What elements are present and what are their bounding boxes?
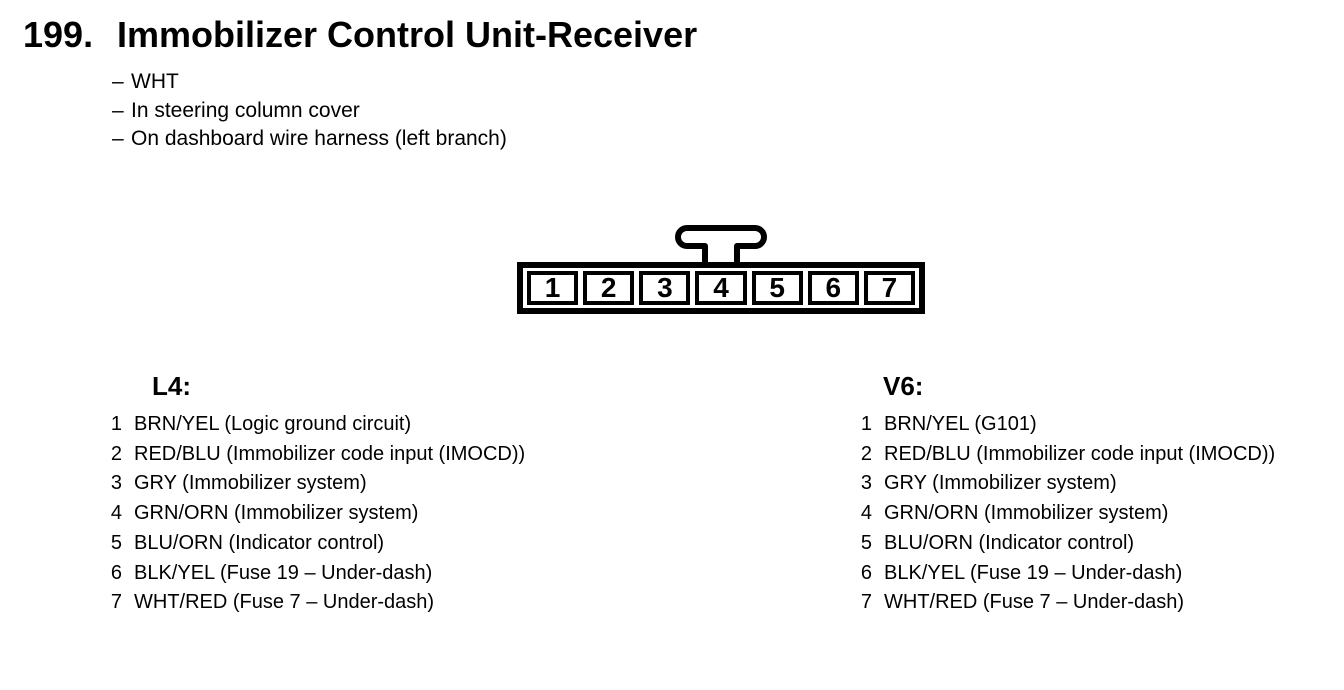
pin-number: 2 (110, 442, 122, 465)
connector-notes: – WHT – In steering column cover – On da… (112, 68, 507, 154)
pin-description-row: 6 BLK/YEL (Fuse 19 – Under-dash) (108, 559, 525, 589)
l4-pin-list: 1 BRN/YEL (Logic ground circuit) 2 RED/B… (108, 410, 525, 618)
connector-pin-6: 6 (807, 271, 859, 305)
connector-diagram: 1 2 3 4 5 6 7 (517, 222, 925, 314)
pin-description-row: 1 BRN/YEL (Logic ground circuit) (108, 410, 525, 440)
pin-description-row: 5 BLU/ORN (Indicator control) (858, 529, 1275, 559)
pin-number: 7 (110, 591, 122, 614)
pin-description: BLK/YEL (Fuse 19 – Under-dash) (134, 561, 433, 584)
page-title: 199. Immobilizer Control Unit-Receiver (23, 14, 697, 56)
pin-number: 6 (110, 561, 122, 584)
pin-number: 5 (860, 531, 872, 554)
pin-description: GRY (Immobilizer system) (134, 472, 367, 495)
pin-description-row: 3 GRY (Immobilizer system) (108, 469, 525, 499)
pin-description: BRN/YEL (Logic ground circuit) (134, 413, 412, 435)
pin-description: BRN/YEL (G101) (884, 413, 1037, 435)
pin-description-row: 2 RED/BLU (Immobilizer code input (IMOCD… (108, 440, 525, 470)
pin-description: GRN/ORN (Immobilizer system) (884, 502, 1169, 525)
pin-description-row: 5 BLU/ORN (Indicator control) (108, 529, 525, 559)
l4-heading: L4: (152, 371, 191, 401)
section-title: Immobilizer Control Unit-Receiver (117, 14, 698, 55)
pin-description: BLU/ORN (Indicator control) (134, 531, 385, 554)
pin-description: RED/BLU (Immobilizer code input (IMOCD)) (884, 442, 1276, 465)
dash-bullet: – (112, 70, 124, 93)
pin-number: 5 (110, 531, 122, 554)
pin-description-row: 3 GRY (Immobilizer system) (858, 469, 1275, 499)
connector-pin-3: 3 (639, 271, 691, 305)
pin-description: GRY (Immobilizer system) (884, 472, 1117, 495)
note-text: WHT (131, 70, 179, 93)
pin-number: 1 (110, 413, 122, 435)
pin-description: GRN/ORN (Immobilizer system) (134, 502, 419, 525)
pin-description-row: 4 GRN/ORN (Immobilizer system) (858, 499, 1275, 529)
note-text: In steering column cover (131, 98, 360, 122)
dash-bullet: – (112, 127, 124, 150)
pin-number: 3 (110, 472, 122, 495)
pin-number: 4 (860, 502, 872, 525)
dash-bullet: – (112, 98, 124, 122)
pin-description: BLK/YEL (Fuse 19 – Under-dash) (884, 561, 1183, 584)
note-item: – On dashboard wire harness (left branch… (112, 125, 507, 154)
pin-number: 3 (860, 472, 872, 495)
pin-description: RED/BLU (Immobilizer code input (IMOCD)) (134, 442, 526, 465)
connector-pin-4: 4 (695, 271, 747, 305)
v6-heading: V6: (883, 371, 924, 401)
connector-latch-tab-icon (675, 225, 767, 262)
pin-description-row: 7 WHT/RED (Fuse 7 – Under-dash) (108, 588, 525, 618)
note-item: – WHT (112, 68, 507, 97)
pin-number: 6 (860, 561, 872, 584)
pin-number: 2 (860, 442, 872, 465)
pin-number: 7 (860, 591, 872, 614)
connector-pin-2: 2 (583, 271, 635, 305)
pin-description-row: 4 GRN/ORN (Immobilizer system) (108, 499, 525, 529)
pin-description: WHT/RED (Fuse 7 – Under-dash) (134, 591, 435, 614)
connector-pin-5: 5 (751, 271, 803, 305)
pin-description-row: 2 RED/BLU (Immobilizer code input (IMOCD… (858, 440, 1275, 470)
note-item: – In steering column cover (112, 97, 507, 126)
pin-number: 4 (110, 502, 122, 525)
pin-description: WHT/RED (Fuse 7 – Under-dash) (884, 591, 1185, 614)
pin-description-row: 6 BLK/YEL (Fuse 19 – Under-dash) (858, 559, 1275, 589)
note-text: On dashboard wire harness (left branch) (131, 127, 507, 150)
connector-pin-1: 1 (527, 271, 579, 305)
connector-pin-7: 7 (863, 271, 915, 305)
pin-description: BLU/ORN (Indicator control) (884, 531, 1135, 554)
v6-pin-list: 1 BRN/YEL (G101) 2 RED/BLU (Immobilizer … (858, 410, 1275, 618)
pin-description-row: 7 WHT/RED (Fuse 7 – Under-dash) (858, 588, 1275, 618)
pin-description-row: 1 BRN/YEL (G101) (858, 410, 1275, 440)
pin-number: 1 (860, 413, 872, 435)
section-number: 199. (23, 14, 94, 55)
connector-body: 1 2 3 4 5 6 7 (517, 262, 925, 314)
